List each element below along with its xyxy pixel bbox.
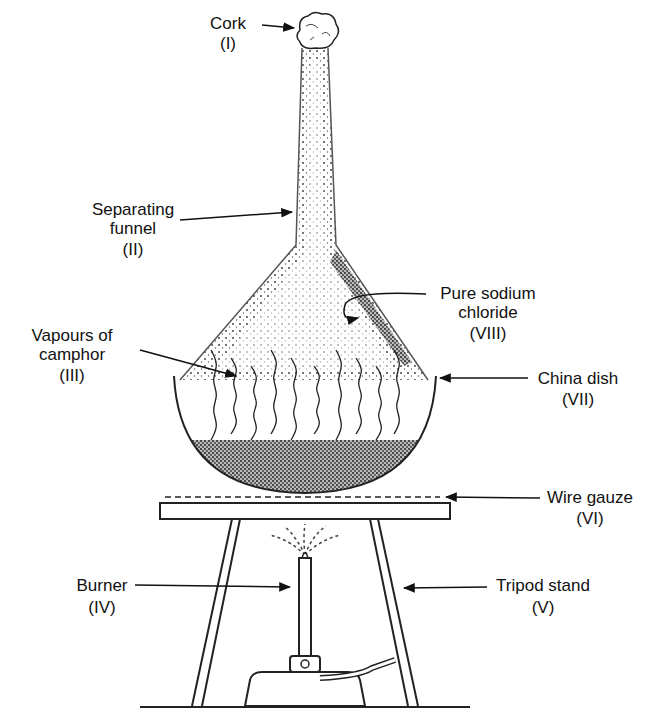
air-hole (301, 660, 309, 668)
funnel-outline (180, 48, 428, 380)
part-name: Cork (198, 14, 258, 33)
callout-number: (II) (113, 240, 153, 259)
ground-line (140, 706, 470, 708)
separating-funnel (180, 48, 428, 380)
flame (270, 524, 340, 555)
part-name: Wire gauze (542, 488, 638, 507)
camphor-vapours (211, 350, 399, 440)
vapour-stroke (291, 358, 296, 440)
callout-number: (VII) (553, 390, 603, 409)
callout-number: (IV) (80, 598, 124, 617)
part-name: Vapours of camphor (8, 326, 136, 364)
part-name: China dish (530, 369, 626, 388)
callout-number: (I) (208, 34, 248, 53)
cork-texture (306, 24, 330, 40)
part-name: Burner (67, 576, 137, 595)
vapour-stroke (376, 366, 381, 440)
sodium-chloride-deposit (330, 250, 412, 366)
vapour-stroke (336, 350, 341, 440)
wire-gauze (165, 496, 440, 498)
vapour-stroke (314, 366, 319, 434)
vapour-stroke (211, 350, 216, 440)
vapour-stroke (356, 358, 361, 434)
part-name: Tripod stand (490, 576, 596, 595)
part-name: Pure sodium chloride (430, 284, 546, 322)
vapour-stroke (394, 350, 399, 434)
callout-number: (III) (50, 366, 94, 385)
burner-tube (299, 558, 311, 658)
tripod-top (160, 503, 450, 519)
vapour-stroke (251, 366, 256, 440)
vapour-stroke (271, 350, 276, 434)
gas-pipe-inner (320, 660, 395, 678)
callout-number: (VI) (568, 509, 612, 528)
callout-number: (V) (523, 598, 563, 617)
callout-number: (VIII) (460, 324, 516, 343)
part-name: Separating funnel (86, 200, 180, 238)
cork (297, 12, 339, 48)
burner-collar (290, 656, 320, 672)
vapour-stroke (231, 358, 236, 434)
tripod-legs (192, 519, 418, 706)
gas-pipe (320, 660, 395, 678)
